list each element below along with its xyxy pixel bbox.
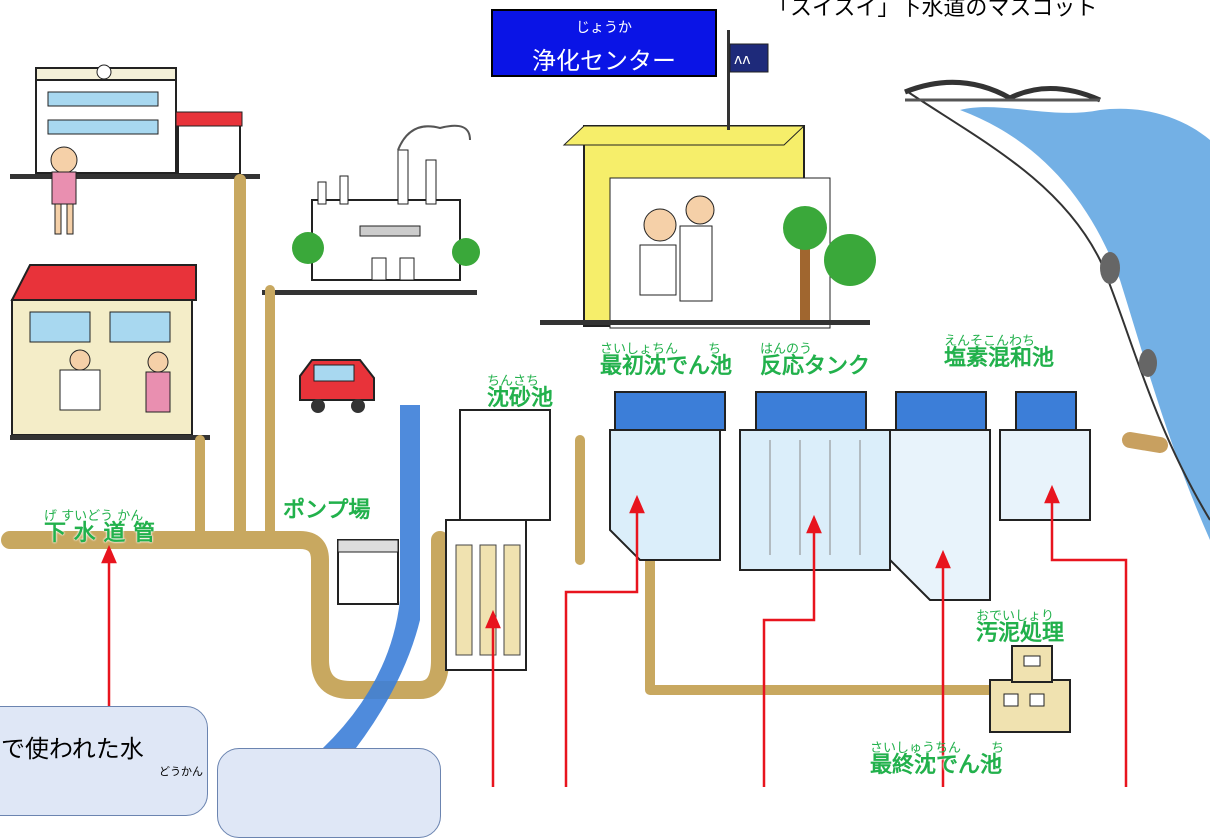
school-building-icon <box>35 64 243 175</box>
label-text: 最終沈でん池 <box>870 753 1003 778</box>
label-reaction-tank: はんのう 反応タンク <box>760 343 870 378</box>
label-final-tank: さいしゅうちん ち 最終沈でん池 <box>870 742 1004 777</box>
label-text: 沈砂池 <box>487 386 554 411</box>
car-icon <box>299 359 375 413</box>
bubble-ruby: どうかん に <box>159 765 207 778</box>
sludge-building-icon <box>989 645 1071 733</box>
label-sludge: おでいしょり 汚泥処理 <box>976 610 1064 645</box>
label-text: 反応タンク <box>760 354 871 379</box>
bubble-text: で使われた水 <box>1 735 144 763</box>
primary-tank-icon <box>609 391 726 561</box>
svg-text:ʌʌ: ʌʌ <box>734 52 751 68</box>
factory-icon <box>292 124 480 281</box>
label-text: 最初沈でん池 <box>600 354 733 379</box>
label-pump-station: ポンプ場 <box>283 500 370 522</box>
label-ruby: さいしょちん ち <box>600 342 722 357</box>
label-ruby: えんそこんわち <box>944 334 1036 349</box>
label-text: 塩素混和池 <box>944 346 1055 371</box>
chlorine-tank-icon <box>999 391 1091 521</box>
sewer-pipe-network <box>1 174 1005 699</box>
label-primary-tank: さいしょちん ち 最初沈でん池 <box>600 343 732 378</box>
grit-chamber-icon <box>445 409 551 671</box>
info-bubble-empty <box>217 748 441 838</box>
girl-icon <box>50 146 78 235</box>
mascot-caption: 「スイスイ」下水道のマスコット <box>768 0 1098 21</box>
bridge-icon <box>904 79 1102 103</box>
flag-icon: ʌʌ <box>727 30 769 130</box>
center-title: 浄化センター <box>532 47 676 75</box>
label-ruby: ちんさち <box>487 374 540 389</box>
label-ruby: げ すいどう かん <box>44 509 144 524</box>
label-grit-chamber: ちんさち 沈砂池 <box>487 375 553 410</box>
label-text: 下 水 道 管 <box>44 521 155 546</box>
label-ruby: はんのう <box>760 342 813 357</box>
label-chlorine-tank: えんそこんわち 塩素混和池 <box>944 335 1054 370</box>
fish-icon <box>1100 252 1157 377</box>
center-ruby: じょうか <box>576 20 632 36</box>
label-ruby: さいしゅうちん ち <box>870 741 1005 756</box>
center-title-box: じょうか 浄化センター <box>491 9 717 77</box>
pointer-arrows <box>101 484 1128 787</box>
final-tank-icon <box>889 391 991 601</box>
info-bubble-household: で使われた水 どうかん に <box>0 706 208 816</box>
pump-station-icon <box>337 539 399 605</box>
house-icon <box>10 264 197 436</box>
stream-icon <box>310 405 420 787</box>
treatment-building-icon <box>562 125 876 329</box>
label-text: 汚泥処理 <box>976 621 1065 646</box>
label-sewer-pipe: げ すいどう かん 下 水 道 管 <box>44 510 155 545</box>
label-text: ポンプ場 <box>283 498 371 523</box>
label-ruby: おでいしょり <box>976 609 1055 624</box>
river-water <box>960 107 1210 540</box>
sewage-diagram-scene: ʌʌ <box>1 30 1210 787</box>
